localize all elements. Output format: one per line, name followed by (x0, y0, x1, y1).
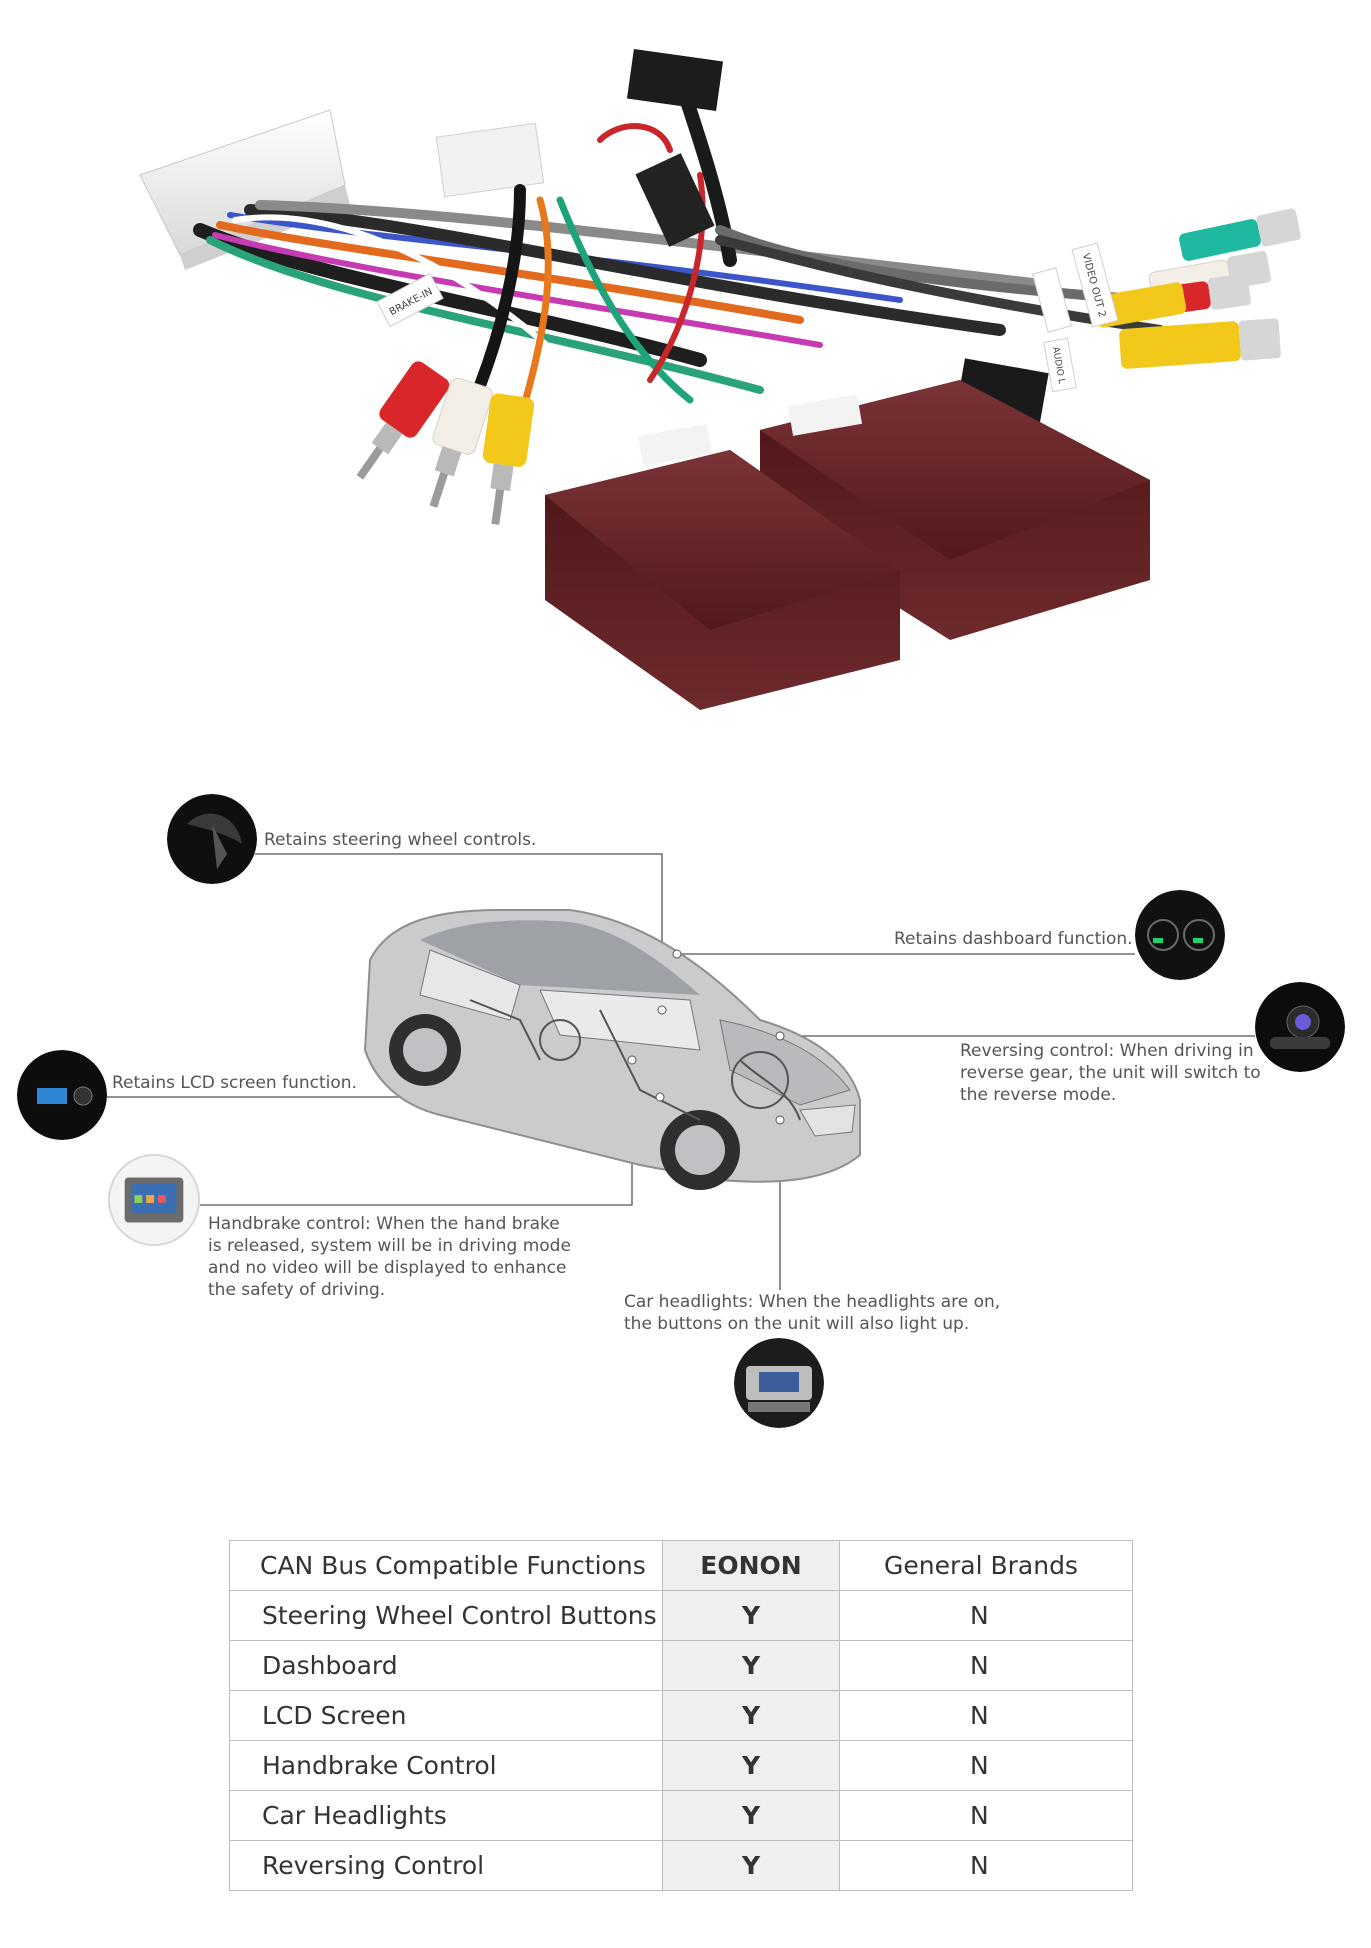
small-connector-white (637, 424, 713, 466)
row-eonon-value: Y (662, 1590, 840, 1641)
row-function: LCD Screen (229, 1690, 663, 1741)
row-eonon-value: Y (662, 1690, 840, 1741)
comparison-table: CAN Bus Compatible Functions EONON Gener… (229, 1540, 1133, 1891)
row-eonon-value: Y (662, 1740, 840, 1791)
car-cutaway-illustration (363, 909, 861, 1190)
callout-handbrake-control: Handbrake control: When the hand brake i… (208, 1213, 571, 1301)
black-connector-top (626, 48, 724, 247)
callout-handbrake-line-4: the safety of driving. (208, 1280, 386, 1300)
dashboard-thumb (1135, 890, 1225, 980)
row-eonon-value: Y (662, 1790, 840, 1841)
callout-reversing-line-1: Reversing control: When driving in (960, 1041, 1254, 1061)
wire-bundle (193, 73, 1165, 424)
steering-wheel-thumb (167, 794, 257, 884)
control-box-left (545, 450, 900, 710)
rca-plugs-front (356, 361, 535, 525)
table-header-row: CAN Bus Compatible Functions EONON Gener… (229, 1540, 1133, 1591)
callout-lcd-screen: Retains LCD screen function. (112, 1073, 357, 1093)
callout-headlights-line-2: the buttons on the unit will also light … (624, 1314, 970, 1334)
row-general-value: N (839, 1840, 1133, 1891)
rear-camera-thumb (1255, 982, 1345, 1072)
row-general-value: N (839, 1590, 1133, 1641)
small-connector-white-2 (787, 394, 863, 436)
diagram-lines-and-car (105, 853, 1255, 1290)
row-function: Car Headlights (229, 1790, 663, 1841)
row-eonon-value: Y (662, 1840, 840, 1891)
callout-reversing-line-3: the reverse mode. (960, 1085, 1117, 1105)
callout-car-headlights: Car headlights: When the headlights are … (624, 1291, 1000, 1335)
row-general-value: N (839, 1740, 1133, 1791)
table-row: Car Headlights Y N (229, 1790, 1133, 1841)
row-function: Reversing Control (229, 1840, 663, 1891)
row-general-value: N (839, 1790, 1133, 1841)
callout-reversing-line-2: reverse gear, the unit will switch to (960, 1063, 1261, 1083)
lcd-screen-thumb (17, 1050, 107, 1140)
row-function: Dashboard (229, 1640, 663, 1691)
callout-reversing-control: Reversing control: When driving in rever… (960, 1040, 1261, 1106)
header-eonon: EONON (662, 1540, 840, 1591)
header-general-brands: General Brands (839, 1540, 1133, 1591)
head-unit-thumb (108, 1154, 200, 1246)
car-headlights-thumb (734, 1338, 824, 1428)
row-eonon-value: Y (662, 1640, 840, 1691)
row-function: Handbrake Control (229, 1740, 663, 1791)
row-function: Steering Wheel Control Buttons (229, 1590, 663, 1641)
row-general-value: N (839, 1640, 1133, 1691)
table-row: Dashboard Y N (229, 1640, 1133, 1691)
table-row: Handbrake Control Y N (229, 1740, 1133, 1791)
wiring-harness-product-photo: BRAKE-IN VIDEO OUT 2 AUDIO L (139, 48, 1301, 710)
rca-sockets-right (1093, 208, 1301, 369)
row-general-value: N (839, 1690, 1133, 1741)
callout-headlights-line-1: Car headlights: When the headlights are … (624, 1292, 1001, 1312)
callout-dashboard: Retains dashboard function. (894, 929, 1133, 949)
header-functions: CAN Bus Compatible Functions (229, 1540, 663, 1591)
callout-handbrake-line-1: Handbrake control: When the hand brake (208, 1214, 560, 1234)
can-bus-function-diagram: Retains steering wheel controls. Retains… (0, 760, 1371, 1440)
callout-handbrake-line-2: is released, system will be in driving m… (208, 1236, 571, 1256)
table-row: Steering Wheel Control Buttons Y N (229, 1590, 1133, 1641)
callout-steering-wheel: Retains steering wheel controls. (264, 830, 537, 850)
table-row: LCD Screen Y N (229, 1690, 1133, 1741)
callout-handbrake-line-3: and no video will be displayed to enhanc… (208, 1258, 567, 1278)
table-row: Reversing Control Y N (229, 1840, 1133, 1891)
